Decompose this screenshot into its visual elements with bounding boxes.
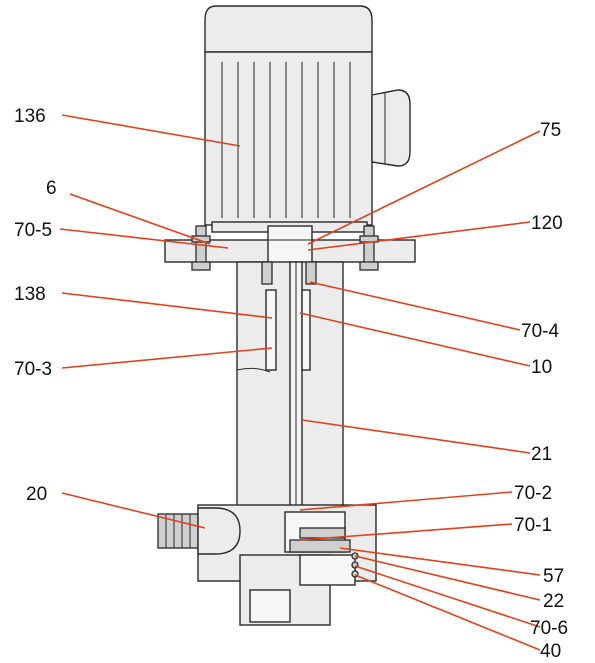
callout-20: 20	[26, 484, 47, 505]
leader-40	[354, 574, 541, 651]
leader-70-1	[299, 523, 513, 541]
callout-70-4: 70-4	[521, 321, 559, 342]
callout-136: 136	[14, 106, 46, 127]
leader-70-2	[299, 491, 513, 511]
callout-22: 22	[543, 591, 564, 612]
leader-75	[307, 130, 541, 245]
callout-21: 21	[531, 444, 552, 465]
mounting-flange	[164, 225, 416, 277]
callout-120: 120	[531, 213, 563, 234]
callout-10: 10	[531, 357, 552, 378]
leader-70-3	[61, 347, 273, 369]
callout-57: 57	[543, 566, 564, 587]
leader-136	[61, 114, 241, 147]
leader-6	[69, 193, 211, 245]
callout-6: 6	[46, 178, 57, 199]
callout-40: 40	[540, 641, 561, 662]
leader-70-6	[354, 565, 541, 628]
callout-labels: 136 6 70-5 138 70-3 20 75 120 70-4 10 21…	[14, 106, 568, 662]
leader-138	[61, 292, 273, 319]
column-casing	[236, 261, 344, 533]
callout-70-1: 70-1	[514, 515, 552, 536]
callout-70-3: 70-3	[14, 359, 52, 380]
leader-20	[61, 492, 206, 529]
pump-body	[157, 504, 377, 626]
leader-57	[339, 547, 541, 576]
callout-70-5: 70-5	[14, 220, 52, 241]
motor	[204, 5, 411, 233]
callout-70-2: 70-2	[514, 483, 552, 504]
leader-22	[354, 555, 541, 601]
leader-70-4	[309, 281, 521, 331]
leader-120	[307, 221, 531, 251]
leader-21	[301, 419, 531, 454]
leader-10	[299, 312, 531, 367]
callout-70-6: 70-6	[530, 618, 568, 639]
callout-138: 138	[14, 284, 46, 305]
leader-70-5	[59, 228, 229, 249]
leader-lines	[59, 114, 541, 651]
callout-75: 75	[540, 120, 561, 141]
